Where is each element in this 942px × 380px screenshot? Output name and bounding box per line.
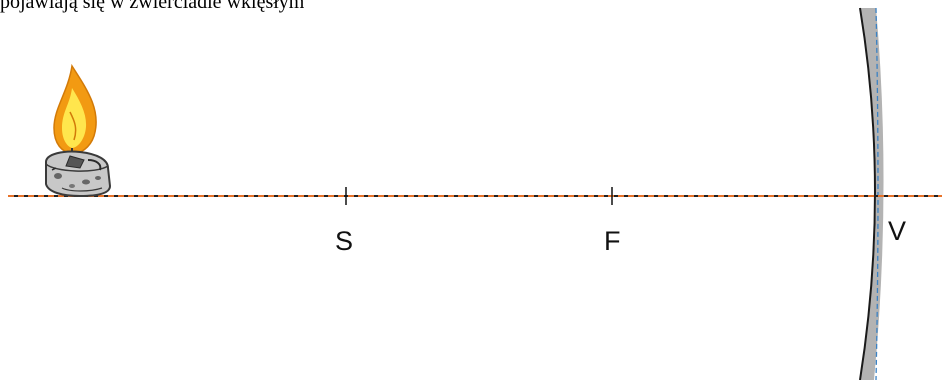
label-f: F xyxy=(604,226,621,256)
concave-mirror xyxy=(859,7,884,380)
candle-icon xyxy=(45,63,112,198)
label-v: V xyxy=(888,216,906,246)
caption-text: pojawiają się w zwierciadle wklęsłym xyxy=(0,0,305,13)
label-s: S xyxy=(335,226,353,256)
flame-icon xyxy=(53,63,97,160)
